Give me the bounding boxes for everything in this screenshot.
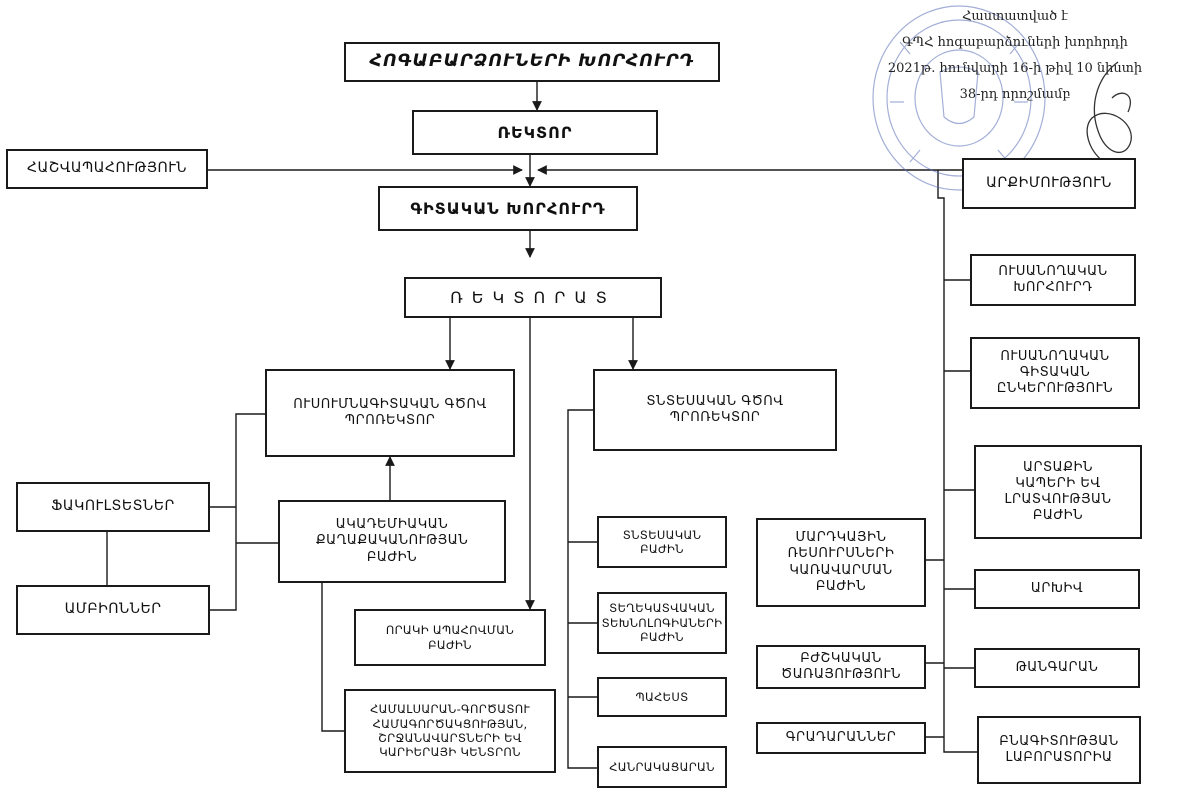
approval-line-1: Հաստատված է bbox=[962, 9, 1068, 24]
signature-icon bbox=[1086, 61, 1132, 163]
chairs-box: ԱՄԲԻՈՆՆԵՐ bbox=[16, 585, 210, 635]
hr-dept-box: ՄԱՐԴԿԱՅԻՆ ՌԵՍՈՒՐՍՆԵՐԻ ԿԱՌԱՎԱՐՄԱՆ ԲԱԺԻՆ bbox=[756, 518, 926, 607]
career-link bbox=[321, 583, 344, 732]
scientific-council-box: ԳԻՏԱԿԱՆ ԽՈՐՀՈՒՐԴ bbox=[378, 186, 638, 231]
approval-line-4: 38-րդ որոշմամբ bbox=[959, 87, 1071, 102]
trustees-box: ՀՈԳԱԲԱՐՁՈՒՆԵՐԻ ԽՈՐՀՈՒՐԴ bbox=[344, 42, 720, 82]
economic-dept-box: ՏՆՏԵՍԱԿԱՆ ԲԱԺԻՆ bbox=[597, 516, 727, 568]
left-bracket bbox=[210, 413, 265, 611]
approval-line-2: ԳՊՀ հոգաբարձուների խորհրդի bbox=[902, 35, 1128, 50]
student-scientific-society-box: ՈՒՍԱՆՈՂԱԿԱՆ ԳԻՏԱԿԱՆ ԸՆԿԵՐՈՒԹՅՈՒՆ bbox=[970, 337, 1140, 409]
museum-box: ԹԱՆԳԱՐԱՆ bbox=[974, 648, 1140, 688]
it-dept-box: ՏԵՂԵԿԱՏՎԱԿԱՆ ՏԵԽՆՈԼՈԳԻԱՆԵՐԻ ԲԱԺԻՆ bbox=[597, 592, 727, 654]
academic-policy-box: ԱԿԱԴԵՄԻԱԿԱՆ ՔԱՂԱՔԱԿԱՆՈՒԹՅԱՆ ԲԱԺԻՆ bbox=[278, 500, 506, 583]
warehouse-box: ՊԱՀԵՍՏ bbox=[597, 677, 727, 717]
rectorate-box: ՌԵԿՏՈՐԱՏ bbox=[404, 277, 662, 318]
approval-line-3: 2021թ. հունվարի 16-ի թիվ 10 նիստի bbox=[887, 61, 1143, 76]
approval-note: Հաստատված է ԳՊՀ հոգաբարձուների խորհրդի 2… bbox=[855, 4, 1175, 108]
seal-stamp-icon bbox=[872, 5, 1046, 191]
archimandrite-box: ԱՐՔԻՄՈՒԹՅՈՒՆ bbox=[962, 158, 1136, 209]
medical-service-box: ԲԺՇԿԱԿԱՆ ԾԱՌԱՅՈՒԹՅՈՒՆ bbox=[756, 645, 926, 689]
libraries-box: ԳՐԱԴԱՐԱՆՆԵՐ bbox=[756, 722, 926, 754]
right-trunk bbox=[937, 170, 977, 753]
quality-dept-box: ՈՐԱԿԻ ԱՊԱՀՈՎՄԱՆ ԲԱԺԻՆ bbox=[354, 609, 546, 666]
accounting-box: ՀԱՇՎԱՊԱՀՈՒԹՅՈՒՆ bbox=[6, 149, 208, 189]
vice-rector-econ-box: ՏՆՏԵՍԱԿԱՆ ԳԾՈՎ ՊՐՈՌԵԿՏՈՐ bbox=[593, 369, 837, 451]
nature-lab-box: ԲՆԱԳԻՏՈՒԹՅԱՆ ԼԱԲՈՐԱՏՈՐԻԱ bbox=[977, 716, 1141, 784]
econ-bracket bbox=[567, 409, 597, 769]
rector-box: ՌԵԿՏՈՐ bbox=[412, 110, 658, 155]
archive-box: ԱՐԽԻՎ bbox=[974, 569, 1140, 609]
vice-rector-edu-box: ՈՒՍՈՒՄՆԱԳԻՏԱԿԱՆ ԳԾՈՎ ՊՐՈՌԵԿՏՈՐ bbox=[265, 369, 515, 457]
student-council-box: ՈՒՍԱՆՈՂԱԿԱՆ ԽՈՐՀՈՒՐԴ bbox=[970, 254, 1136, 306]
external-relations-box: ԱՐՏԱՔԻՆ ԿԱՊԵՐԻ ԵՎ ԼՐԱՏՎՈՒԹՅԱՆ ԲԱԺԻՆ bbox=[974, 445, 1142, 539]
dormitory-box: ՀԱՆՐԱԿԱՑԱՐԱՆ bbox=[597, 746, 727, 788]
career-center-box: ՀԱՄԱԼՍԱՐԱՆ-ԳՈՐԾԱՏՈՒ ՀԱՄԱԳՈՐԾԱԿՑՈՒԹՅԱՆ, Շ… bbox=[344, 689, 556, 773]
faculties-box: ՖԱԿՈՒԼՏԵՏՆԵՐ bbox=[16, 482, 210, 532]
